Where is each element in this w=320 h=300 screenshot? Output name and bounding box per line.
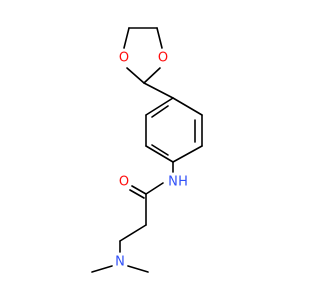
atom-oxygen-1: O	[119, 51, 129, 66]
benzene-ring	[145, 97, 203, 163]
atom-oxygen-2: O	[158, 51, 168, 66]
bond-ar-double-3	[151, 105, 169, 118]
bond-o2-c5	[156, 27, 163, 49]
bond-n-me2	[127, 265, 149, 273]
bond-c-o-1	[131, 185, 147, 195]
molecule-diagram: O O N H O N	[91, 27, 203, 273]
bond-ar-3	[172, 145, 203, 163]
bond-ch2-ch2	[119, 224, 147, 242]
molecule-structure: O O N H O N	[91, 27, 203, 273]
dioxolane-ring	[123, 27, 163, 84]
atom-amine-nitrogen: N	[115, 255, 125, 270]
atom-amide-nitrogen: N	[168, 175, 178, 190]
bond-c2-benzene	[143, 82, 174, 99]
bond-ar-6	[145, 97, 174, 116]
atom-amide-hydrogen: H	[178, 175, 188, 190]
bond-ar-4	[145, 145, 174, 163]
bond-c-o-2	[129, 189, 145, 199]
bond-ar-double-2	[151, 144, 169, 156]
bond-o1-c4	[123, 27, 130, 49]
bond-o1-c2	[126, 67, 145, 84]
atom-carbonyl-oxygen: O	[119, 175, 129, 190]
bond-n-me1	[91, 265, 113, 273]
bond-ar-1	[172, 97, 203, 116]
bond-n-c	[145, 182, 164, 195]
bond-o2-c2	[143, 67, 161, 84]
